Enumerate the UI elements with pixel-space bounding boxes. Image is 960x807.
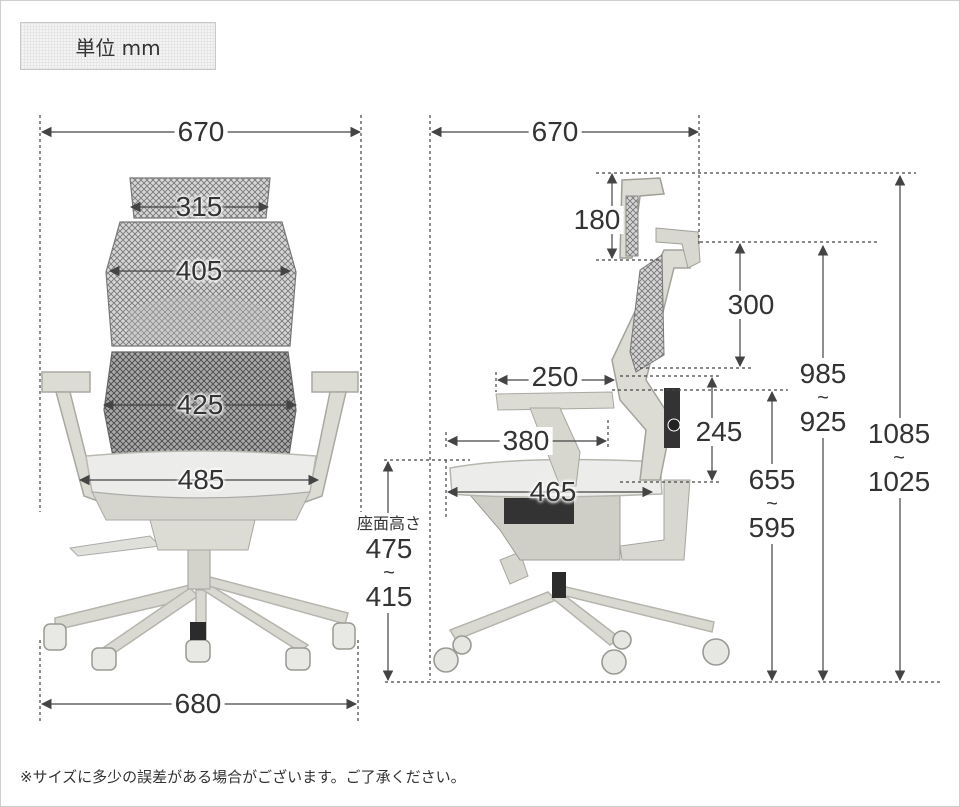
backrest-height-value: 300	[724, 291, 778, 319]
back-height-dimension: 985 ~ 925	[796, 358, 850, 438]
back-height-tilde: ~	[817, 387, 829, 409]
front-overall-width-value: 670	[174, 118, 228, 146]
arm-height-tilde: ~	[766, 493, 778, 515]
seat-width-value: 485	[177, 464, 225, 495]
headrest-adjust-value: 180	[570, 206, 624, 234]
front-chair-illustration	[41, 177, 359, 671]
arm-height-dimension: 655 ~ 595	[745, 464, 799, 544]
disclaimer-note: ※サイズに多少の誤差がある場合がございます。ご了承ください。	[20, 768, 466, 786]
total-height-tilde: ~	[893, 447, 905, 469]
seat-depth-value: 465	[529, 476, 577, 507]
armrest-adjust-value: 245	[692, 418, 746, 446]
back-height-min: 925	[799, 406, 847, 437]
side-overall-depth-value: 670	[528, 118, 582, 146]
seat-height-max: 475	[365, 533, 413, 564]
arm-height-max: 655	[748, 464, 796, 495]
base-width-value: 680	[171, 690, 225, 718]
total-height-max: 1085	[867, 418, 931, 449]
side-chair-illustration	[433, 177, 730, 675]
total-height-dimension: 1085 ~ 1025	[864, 418, 934, 498]
armrest-depth-value: 250	[528, 363, 582, 391]
unit-label: 単位 mm	[20, 22, 216, 70]
arm-height-min: 595	[748, 512, 796, 543]
total-height-min: 1025	[867, 466, 931, 497]
seat-height-min: 415	[365, 581, 413, 612]
headrest-width-value: 315	[175, 191, 223, 222]
upper-back-width-value: 405	[175, 255, 223, 286]
seat-to-back-value: 380	[499, 427, 553, 455]
seat-height-caption: 座面高さ	[356, 516, 422, 533]
seat-height-tilde: ~	[383, 562, 395, 584]
back-height-max: 985	[799, 358, 847, 389]
lower-back-width-value: 425	[176, 389, 224, 420]
seat-height-dimension: 座面高さ 475 ~ 415	[353, 513, 425, 613]
